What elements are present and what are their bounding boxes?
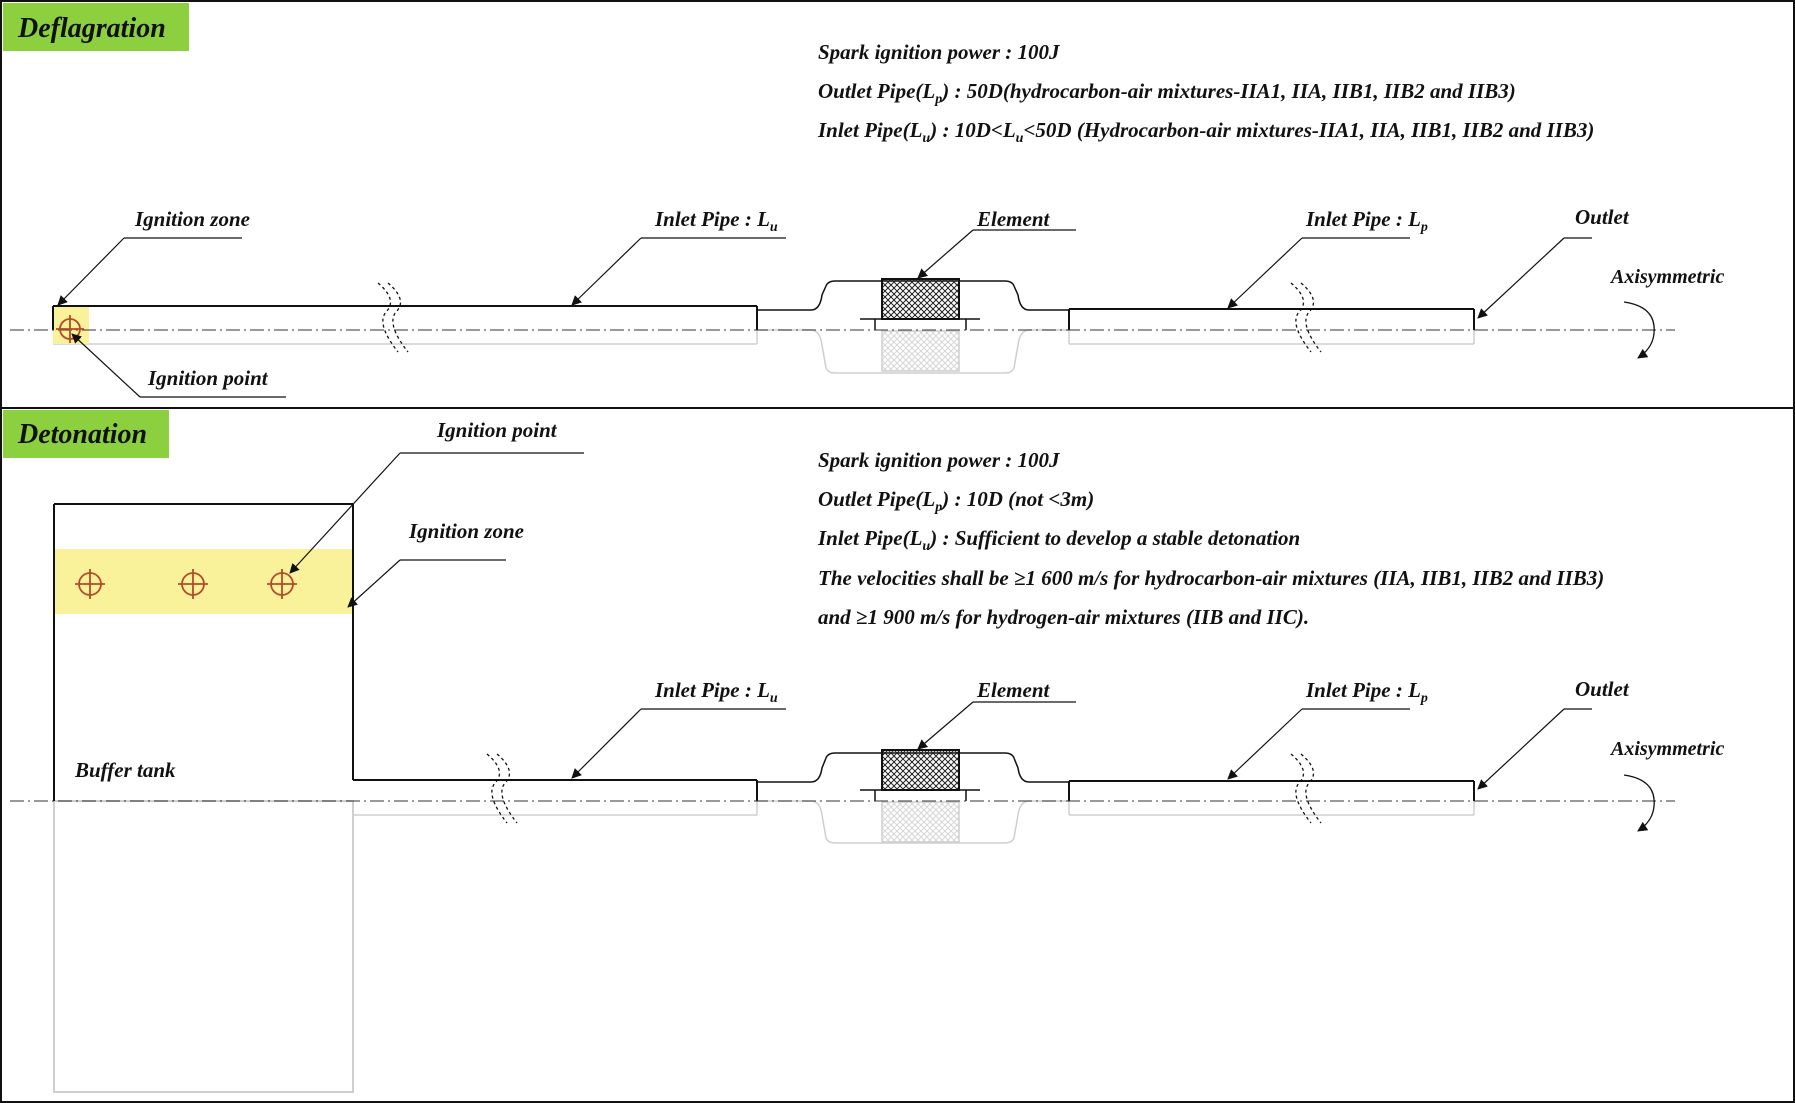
detonation-title-badge bbox=[3, 410, 169, 458]
detonation-label-inlet-lp-text: Inlet Pipe : L bbox=[1305, 678, 1421, 702]
deflagration-ignition-zone bbox=[53, 306, 89, 344]
deflagration-outlet-spec-prefix: Outlet Pipe(L bbox=[818, 79, 935, 103]
deflagration-outlet-spec-suffix: ) : 50D(hydrocarbon-air mixtures-IIA1, I… bbox=[940, 79, 1516, 103]
detonation-label-inlet-lu-sub: u bbox=[770, 691, 778, 706]
detonation-mirror-half bbox=[353, 800, 1475, 844]
deflagration-title-badge bbox=[3, 3, 189, 51]
deflagration-element bbox=[881, 278, 960, 320]
detonation-label-ignition-zone: Ignition zone bbox=[408, 519, 524, 543]
detonation-panel-border bbox=[0, 407, 1795, 1103]
deflagration-outlet-spec: Outlet Pipe(Lp) : 50D(hydrocarbon-air mi… bbox=[818, 79, 1516, 107]
detonation-ignition-point-marker-3 bbox=[267, 569, 297, 599]
detonation-element-base bbox=[860, 789, 980, 801]
deflagration-label-inlet-lu-text: Inlet Pipe : L bbox=[654, 207, 770, 231]
detonation-inlet-spec-prefix: Inlet Pipe(L bbox=[817, 526, 922, 550]
detonation-label-buffer-tank: Buffer tank bbox=[74, 758, 176, 782]
deflagration-label-inlet-lp-text: Inlet Pipe : L bbox=[1305, 207, 1421, 231]
detonation-label-ignition-point: Ignition point bbox=[436, 418, 558, 442]
detonation-outlet-spec: Outlet Pipe(Lp) : 10D (not <3m) bbox=[818, 487, 1094, 515]
deflagration-break-mark-outlet bbox=[1290, 282, 1322, 353]
deflagration-element-base bbox=[860, 318, 980, 330]
deflagration-inlet-spec-sub: u bbox=[922, 131, 930, 146]
deflagration-inlet-spec-suffix: <50D (Hydrocarbon-air mixtures-IIA1, IIA… bbox=[1023, 118, 1594, 142]
deflagration-inlet-spec-mid: ) : 10D<L bbox=[928, 118, 1015, 142]
deflagration-pipe bbox=[52, 280, 1475, 330]
deflagration-axisymmetric-arrow bbox=[1623, 301, 1655, 359]
detonation-outlet-spec-sub: p bbox=[934, 500, 942, 515]
deflagration-title: Deflagration bbox=[17, 13, 166, 44]
deflagration-inlet-spec-prefix: Inlet Pipe(L bbox=[817, 118, 922, 142]
detonation-title: Detonation bbox=[17, 419, 147, 450]
detonation-inlet-spec-suffix: ) : Sufficient to develop a stable deton… bbox=[928, 526, 1300, 550]
deflagration-inlet-spec: Inlet Pipe(Lu) : 10D<Lu<50D (Hydrocarbon… bbox=[817, 118, 1594, 146]
deflagration-ignition-point-marker bbox=[56, 315, 84, 343]
deflagration-break-mark-inlet bbox=[377, 282, 409, 353]
detonation-outlet-spec-suffix: ) : 10D (not <3m) bbox=[940, 487, 1094, 511]
deflagration-inlet-spec-mid-sub: u bbox=[1016, 131, 1024, 146]
detonation-inlet-spec: Inlet Pipe(Lu) : Sufficient to develop a… bbox=[817, 526, 1300, 554]
deflagration-leaders bbox=[57, 229, 1592, 398]
deflagration-label-axisymmetric: Axisymmetric bbox=[1609, 266, 1724, 288]
deflagration-label-outlet: Outlet bbox=[1575, 205, 1630, 229]
detonation-spark-power: Spark ignition power : 100J bbox=[818, 448, 1061, 472]
detonation-section: Detonation Spark ignition power : 100J O… bbox=[3, 410, 1724, 1093]
deflagration-label-element: Element bbox=[976, 207, 1050, 231]
detonation-element bbox=[881, 749, 960, 791]
detonation-break-mark-inlet bbox=[486, 753, 518, 824]
deflagration-spark-power: Spark ignition power : 100J bbox=[818, 40, 1061, 64]
detonation-break-mark-outlet bbox=[1290, 753, 1322, 824]
deflagration-outlet-spec-sub: p bbox=[934, 92, 942, 107]
detonation-leaders bbox=[289, 452, 1592, 790]
detonation-velocity-line-2: and ≥1 900 m/s for hydrogen-air mixtures… bbox=[818, 605, 1309, 629]
deflagration-label-inlet-lp: Inlet Pipe : Lp bbox=[1305, 207, 1428, 235]
deflagration-label-inlet-lu-sub: u bbox=[770, 220, 778, 235]
detonation-buffer-tank-mirror bbox=[53, 800, 354, 1093]
detonation-label-inlet-lu: Inlet Pipe : Lu bbox=[654, 678, 778, 706]
detonation-label-inlet-lp-sub: p bbox=[1420, 691, 1428, 706]
detonation-outlet-spec-prefix: Outlet Pipe(L bbox=[818, 487, 935, 511]
detonation-label-inlet-lu-text: Inlet Pipe : L bbox=[654, 678, 770, 702]
deflagration-label-ignition-zone: Ignition zone bbox=[134, 207, 250, 231]
detonation-ignition-point-marker-2 bbox=[178, 569, 208, 599]
detonation-label-element: Element bbox=[976, 678, 1050, 702]
detonation-label-outlet: Outlet bbox=[1575, 677, 1630, 701]
detonation-buffer-tank bbox=[53, 503, 354, 801]
detonation-label-inlet-lp: Inlet Pipe : Lp bbox=[1305, 678, 1428, 706]
deflagration-section: Deflagration Spark ignition power : 100J… bbox=[3, 3, 1724, 398]
detonation-label-axisymmetric: Axisymmetric bbox=[1609, 738, 1724, 760]
detonation-inlet-spec-sub: u bbox=[922, 539, 930, 554]
detonation-axisymmetric-arrow bbox=[1623, 774, 1655, 832]
deflagration-label-ignition-point: Ignition point bbox=[147, 366, 269, 390]
detonation-ignition-point-marker-1 bbox=[75, 569, 105, 599]
deflagration-label-inlet-lp-sub: p bbox=[1420, 220, 1428, 235]
deflagration-mirror-half bbox=[53, 329, 1475, 374]
detonation-velocity-line-1: The velocities shall be ≥1 600 m/s for h… bbox=[818, 566, 1604, 590]
deflagration-label-inlet-lu: Inlet Pipe : Lu bbox=[654, 207, 778, 235]
